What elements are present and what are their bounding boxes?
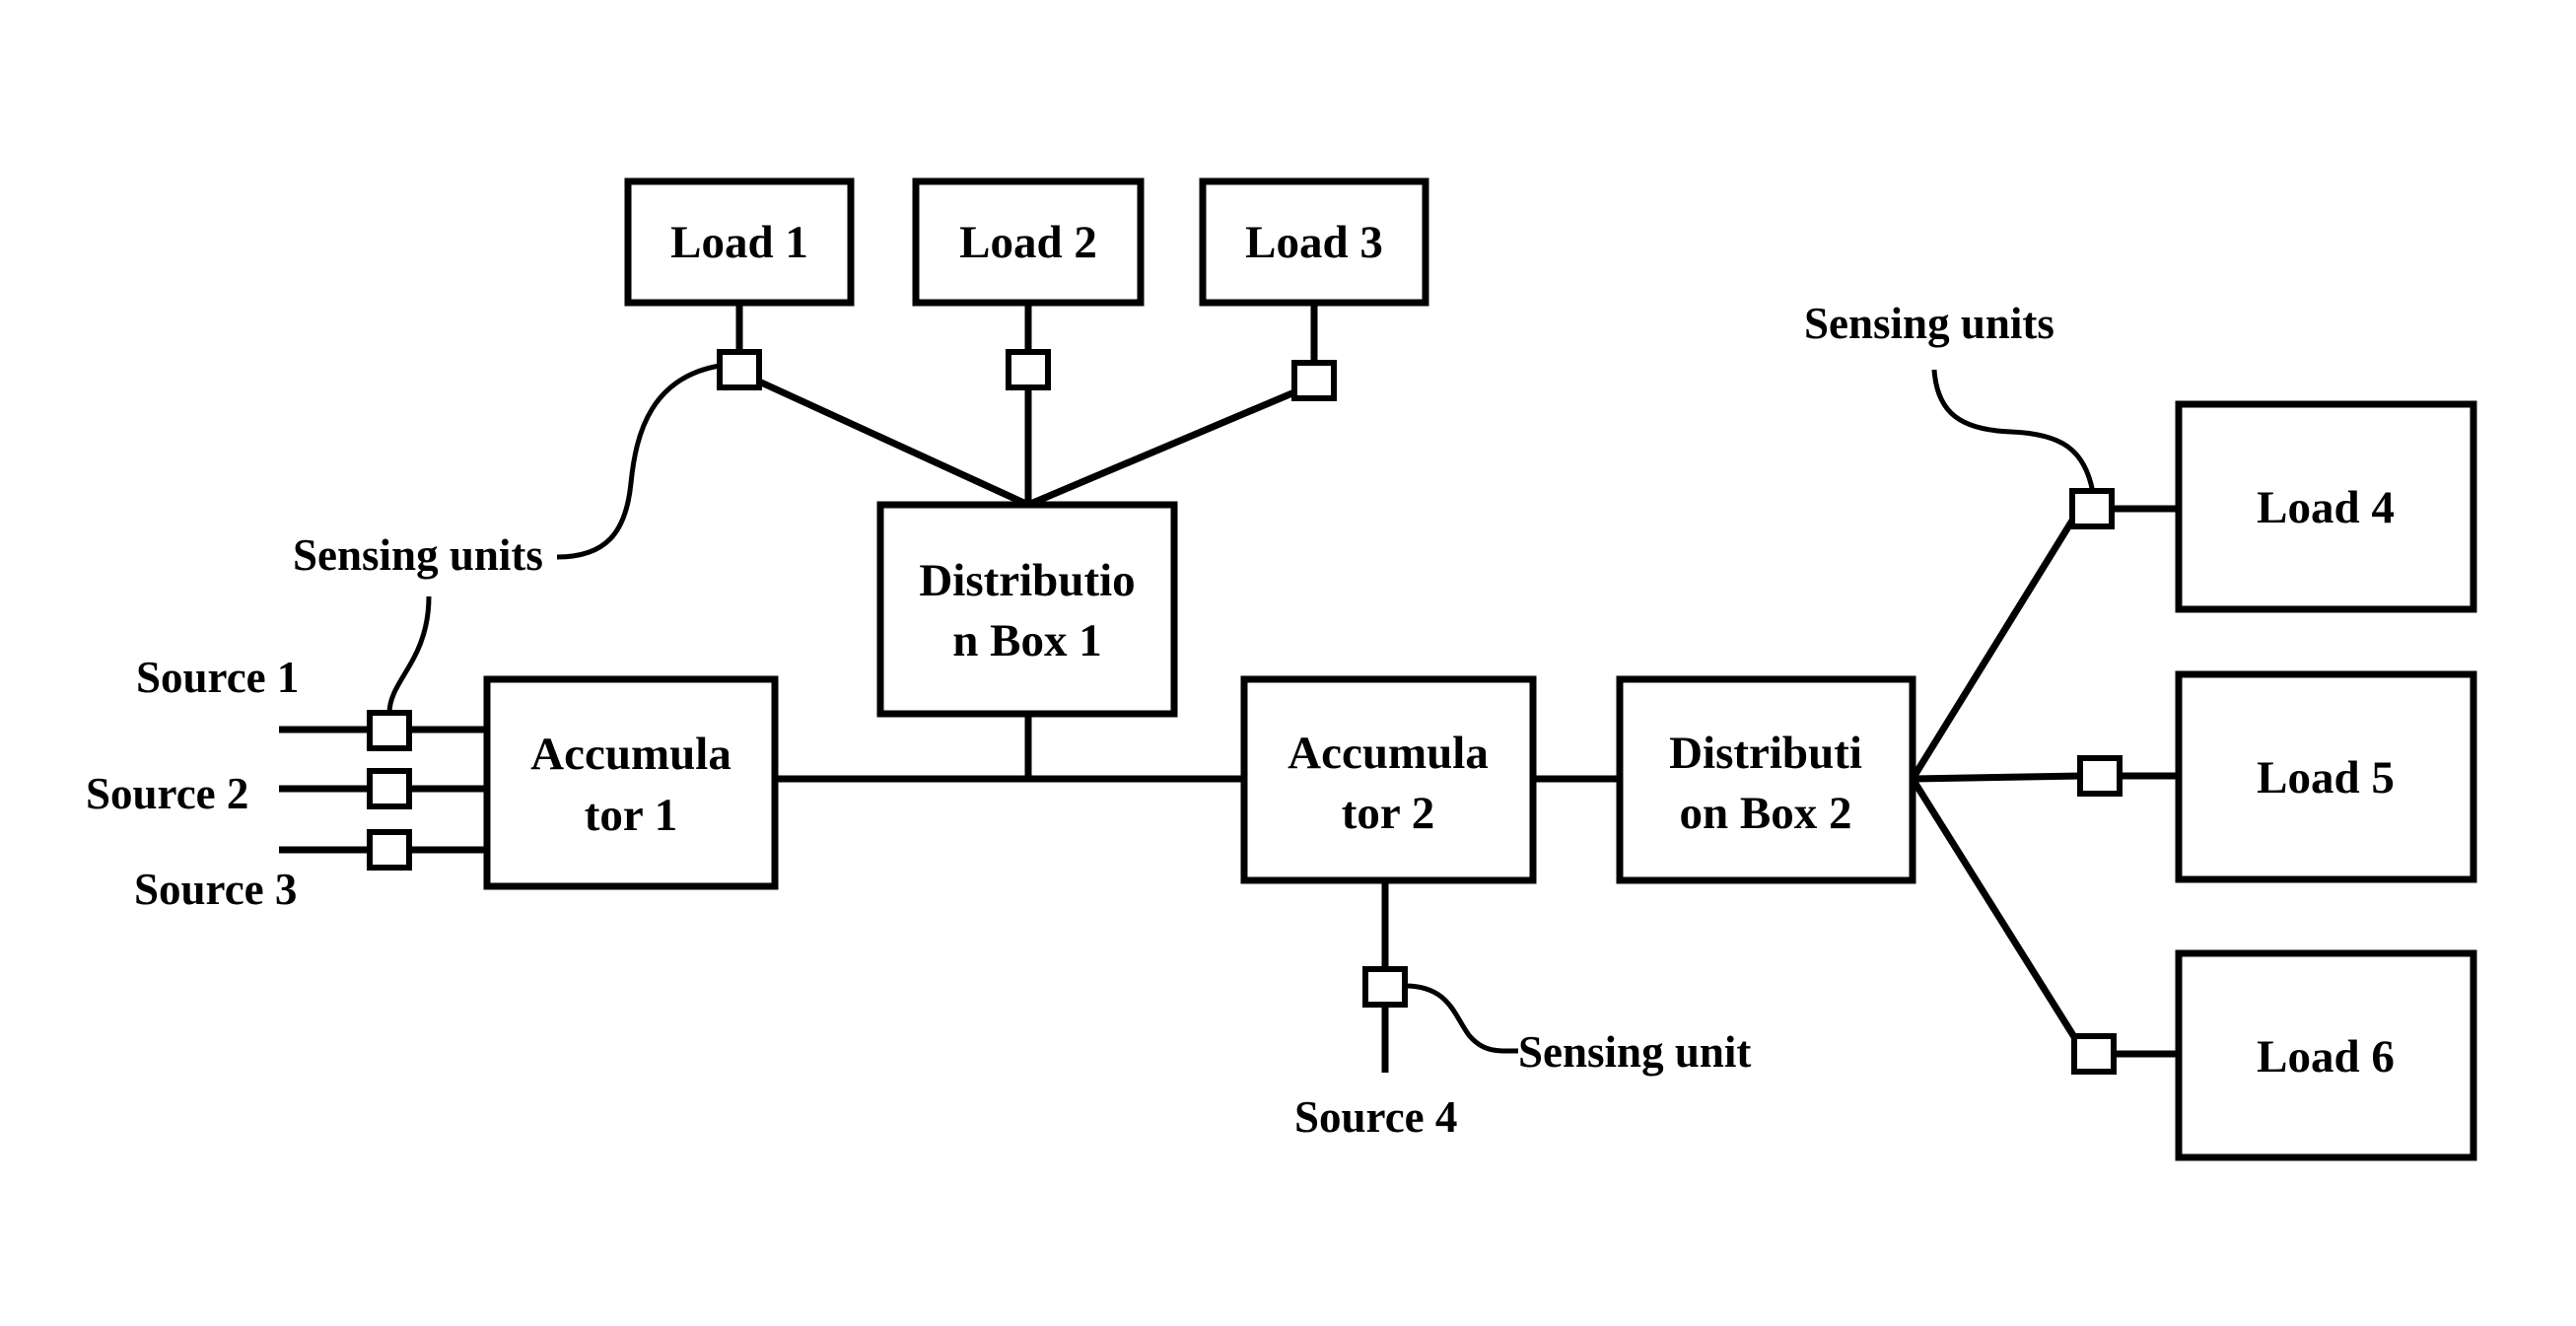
source-3-label: Source 3 bbox=[134, 865, 297, 914]
leader-sensing-left-top bbox=[557, 365, 726, 557]
sensor-source1 bbox=[370, 713, 409, 748]
load-3-box: Load 3 bbox=[1203, 181, 1426, 303]
source-4-label: Source 4 bbox=[1294, 1092, 1457, 1142]
accumulator-1-line1: Accumula bbox=[530, 729, 731, 780]
sensor-load5 bbox=[2080, 758, 2120, 794]
accumulator-2: Accumula tor 2 bbox=[1244, 679, 1533, 880]
sensor-source3 bbox=[370, 832, 409, 868]
sensor-load6 bbox=[2074, 1036, 2114, 1072]
distribution-box-2-line2: on Box 2 bbox=[1680, 788, 1852, 839]
wire-load3-to-distbox1 bbox=[1028, 392, 1294, 505]
load-2-box: Load 2 bbox=[916, 181, 1141, 303]
sensor-source2 bbox=[370, 771, 409, 806]
leader-sensing-right bbox=[1934, 370, 2093, 493]
wire-load1-to-distbox1 bbox=[759, 382, 1028, 505]
distribution-box-1-line2: n Box 1 bbox=[952, 615, 1102, 666]
accumulator-2-line1: Accumula bbox=[1288, 728, 1489, 779]
load-4-box: Load 4 bbox=[2179, 404, 2473, 609]
sensor-load1 bbox=[720, 352, 759, 387]
load-5-label: Load 5 bbox=[2257, 752, 2395, 803]
sensor-load4 bbox=[2072, 491, 2112, 526]
load-2-label: Load 2 bbox=[959, 217, 1097, 268]
wire-distbox2-to-load5 bbox=[1913, 776, 2082, 779]
accumulator-1-line2: tor 1 bbox=[585, 790, 677, 841]
sensing-units-label-right: Sensing units bbox=[1804, 299, 2054, 348]
load-3-label: Load 3 bbox=[1245, 217, 1383, 268]
sensing-units-label-left: Sensing units bbox=[293, 530, 543, 580]
sensing-unit-label-bottom: Sensing unit bbox=[1518, 1027, 1751, 1077]
source-1-label: Source 1 bbox=[136, 653, 299, 702]
distribution-box-1-line1: Distributio bbox=[919, 555, 1135, 606]
load-6-box: Load 6 bbox=[2179, 953, 2473, 1157]
load-5-box: Load 5 bbox=[2179, 674, 2473, 879]
distribution-box-2-line1: Distributi bbox=[1669, 728, 1862, 779]
wire-distbox2-to-load4 bbox=[1913, 521, 2072, 779]
accumulator-2-line2: tor 2 bbox=[1342, 788, 1434, 839]
leader-sensing-left-source bbox=[389, 596, 429, 713]
sensor-load3 bbox=[1294, 363, 1334, 398]
sensor-source4 bbox=[1365, 969, 1405, 1005]
accumulator-1: Accumula tor 1 bbox=[487, 679, 775, 886]
load-1-label: Load 1 bbox=[670, 217, 808, 268]
distribution-box-2: Distributi on Box 2 bbox=[1620, 679, 1913, 880]
wire-distbox2-to-load6 bbox=[1913, 779, 2076, 1040]
load-4-label: Load 4 bbox=[2257, 482, 2395, 533]
source-2-label: Source 2 bbox=[86, 769, 248, 818]
load-6-label: Load 6 bbox=[2257, 1031, 2395, 1082]
leader-sensing-bottom bbox=[1405, 986, 1518, 1051]
sensor-load2 bbox=[1009, 352, 1048, 387]
distribution-box-1: Distributio n Box 1 bbox=[880, 505, 1174, 714]
load-1-box: Load 1 bbox=[628, 181, 851, 303]
